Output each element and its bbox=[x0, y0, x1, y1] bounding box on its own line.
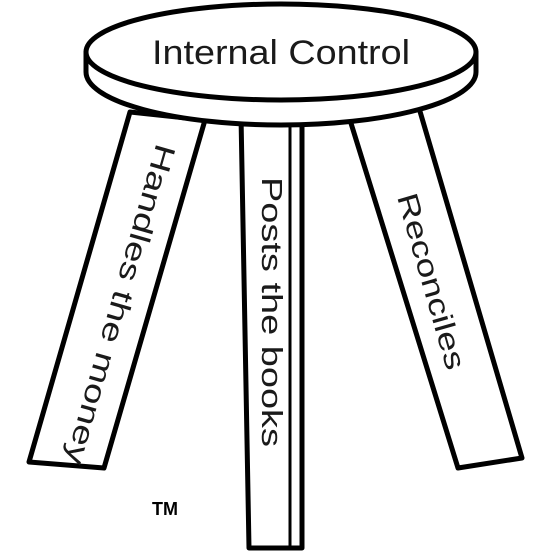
stool-seat bbox=[83, 1, 479, 128]
trademark-label: TM bbox=[152, 499, 178, 519]
seat-label: Internal Control bbox=[152, 34, 410, 72]
leg-middle-label: Posts the books bbox=[255, 177, 287, 447]
